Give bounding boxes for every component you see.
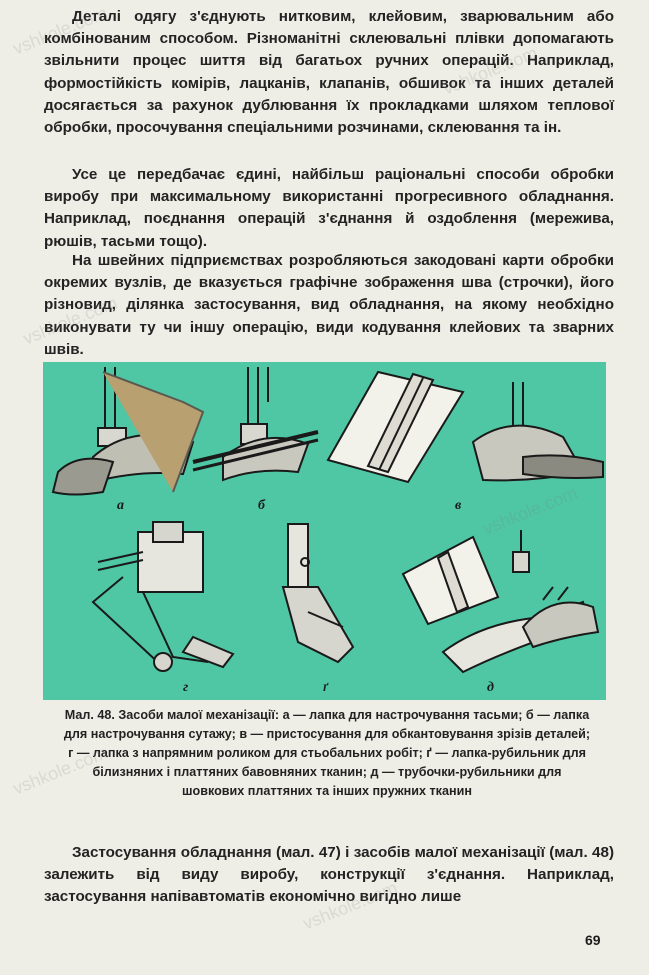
figure-label-d: д	[487, 680, 494, 695]
paragraph-1: Деталі одягу з'єднують нитковим, клейови…	[44, 8, 614, 137]
figure-48-illustration: а б в г ґ д	[43, 362, 606, 700]
presser-foot-soutache-drawing	[192, 367, 319, 482]
figure-label-g: г	[183, 680, 189, 695]
felling-foot-drawing	[281, 523, 355, 664]
felling-tubes-drawing	[401, 530, 600, 674]
paragraph-2: Усе це передбачає єдині, найбільш раціон…	[44, 166, 614, 250]
figure-caption: Мал. 48. Засоби малої механізації: а — л…	[63, 708, 591, 798]
figure-label-v: в	[455, 498, 462, 513]
figure-label-g-ukr: ґ	[323, 680, 329, 695]
paragraph-3: На швейних підприємствах розробляються з…	[44, 252, 614, 358]
figure-label-b: б	[258, 498, 265, 513]
presser-foot-tape-drawing	[51, 367, 205, 496]
page-number: 69	[585, 932, 601, 948]
binding-attachment-drawing	[326, 370, 604, 484]
figure-drawings	[51, 367, 604, 674]
foot-guide-roller-drawing	[91, 521, 235, 672]
figure-label-a: а	[117, 498, 124, 513]
paragraph-4: Застосування обладнання (мал. 47) і засо…	[44, 844, 614, 906]
